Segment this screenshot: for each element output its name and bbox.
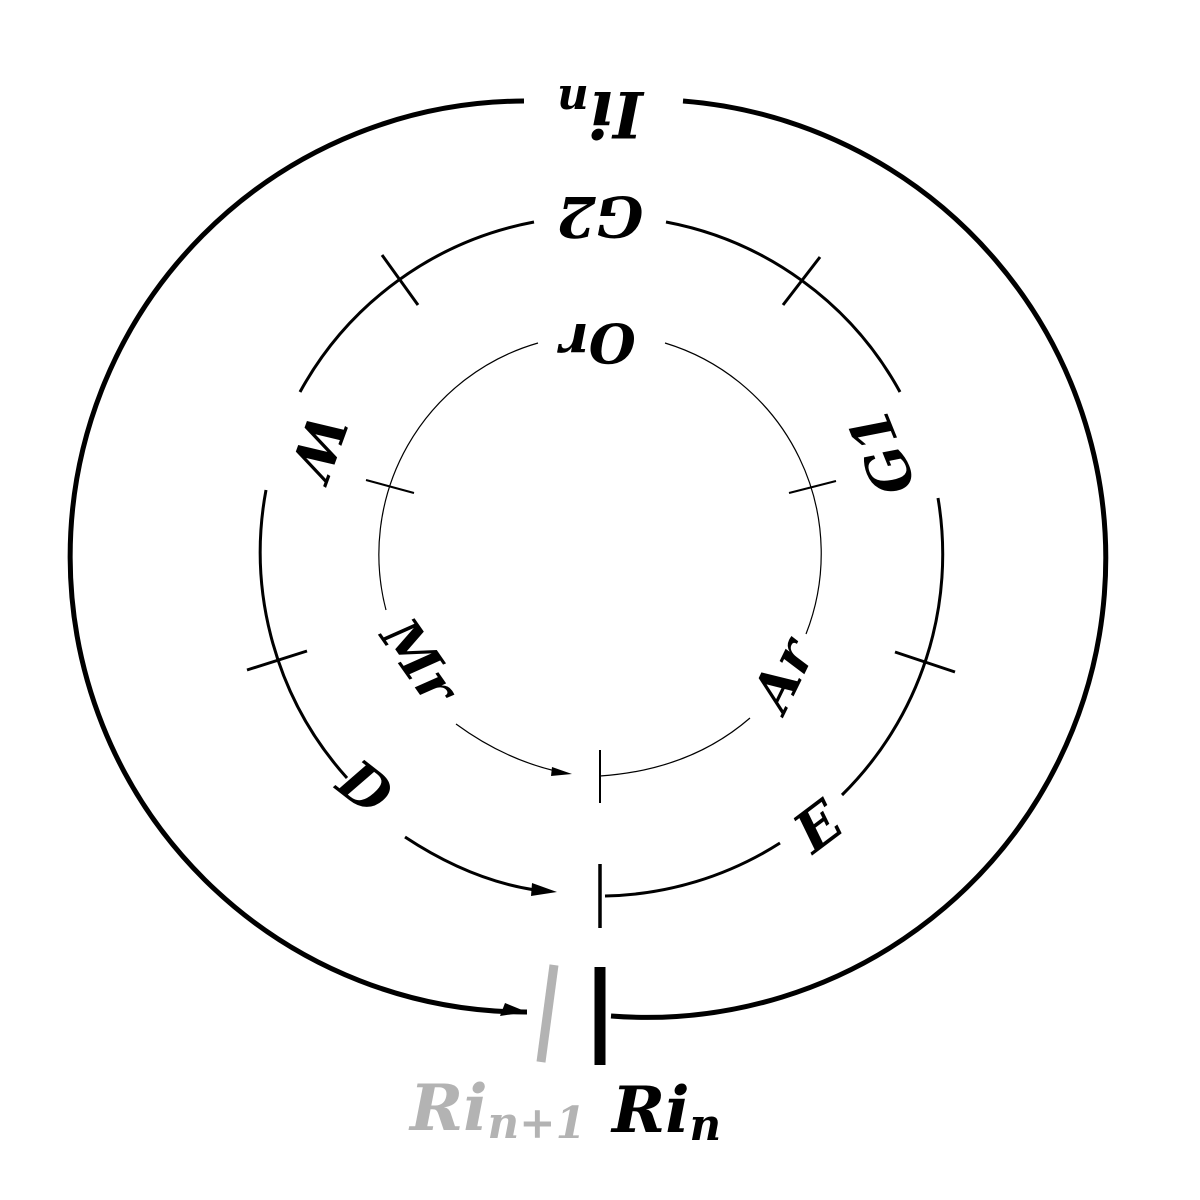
middle-ring-arc-right [665,220,902,393]
middle-ring-arc-top-left [298,220,535,393]
middle-ring-tick [781,256,822,306]
inner-ring-tick [788,480,837,494]
inner-ring-label-mr: Mr [367,605,473,719]
outer-ring-arc-arrow [67,98,528,1015]
ri-n-plus-1-label: Rin+1 [408,1071,586,1149]
middle-ring-arc-right [840,497,945,797]
inner-ring-arc [664,342,822,635]
inner-ring-label-ar: Ar [737,626,829,725]
middle-ring-label-g2: G2 [557,183,644,249]
middle-ring-arrowhead [531,883,557,896]
middle-ring-tick [894,650,956,674]
inner-ring-arc-arrow [455,723,561,773]
middle-ring-tick [246,649,308,672]
middle-ring-tick [380,254,420,306]
middle-ring-label-e: E [780,787,856,867]
middle-ring-label-d: D [324,746,405,829]
outer-ring-arc [610,98,1109,1020]
middle-ring-label-g1: G1 [836,400,930,505]
middle-ring-label-w: W [274,406,359,492]
middle-ring-arc-bottom-right [604,841,781,898]
inner-ring-label-or: Or [557,311,636,375]
ri-n-plus-1-marker [536,964,559,1063]
inner-ring-tick [365,479,415,494]
ri-n-label: Rin [610,1073,721,1151]
middle-ring-arc-left [258,489,349,780]
outer-ring-label: Iin [557,75,645,151]
outer-ring-arrowhead [500,1003,527,1016]
inner-ring-arc-bottom-right [599,717,751,777]
inner-ring-arc [378,342,539,611]
middle-ring-arc-arrow [404,835,536,892]
inner-ring-arrowhead [551,767,572,776]
